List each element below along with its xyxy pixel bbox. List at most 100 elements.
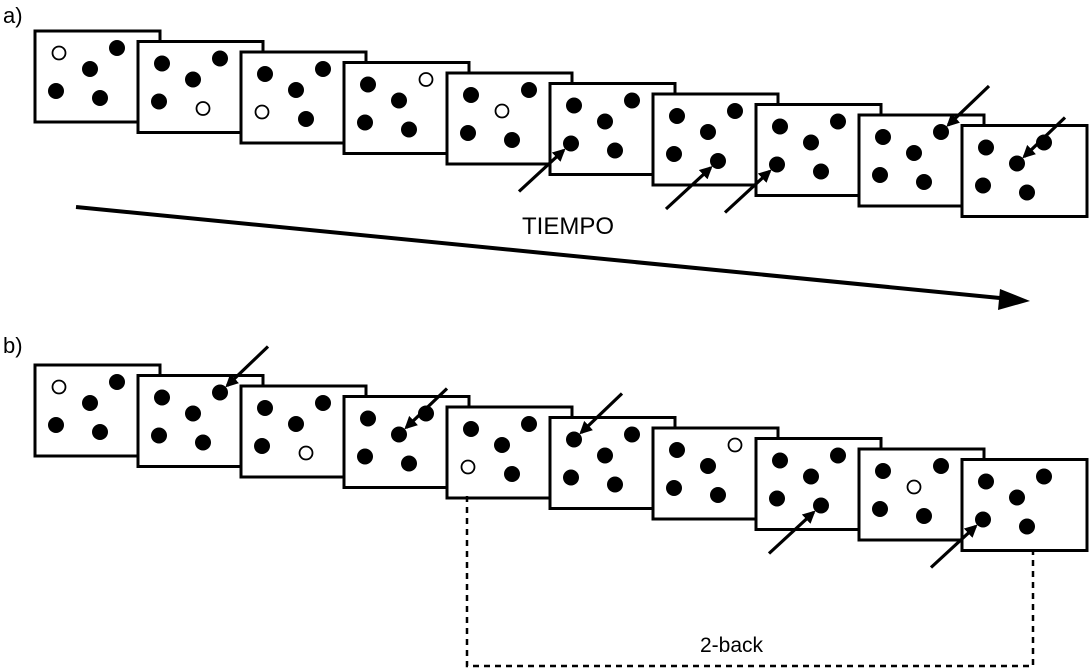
open-dot bbox=[51, 379, 67, 395]
filled-dot bbox=[666, 146, 682, 162]
filled-dot bbox=[624, 92, 640, 109]
frame-a10 bbox=[960, 124, 1089, 218]
open-dot bbox=[906, 479, 922, 495]
time-arrow bbox=[75, 205, 1011, 301]
panel-b bbox=[33, 345, 1089, 569]
target-arrow bbox=[946, 84, 991, 127]
filled-dot bbox=[769, 156, 785, 173]
filled-dot bbox=[772, 118, 788, 135]
target-arrow bbox=[1022, 116, 1067, 159]
filled-dot bbox=[906, 145, 922, 161]
filled-dot bbox=[185, 71, 201, 88]
time-axis-label: TIEMPO bbox=[522, 213, 615, 240]
filled-dot bbox=[154, 55, 170, 72]
filled-dot bbox=[563, 135, 579, 152]
open-dot bbox=[494, 103, 510, 119]
filled-dot bbox=[666, 480, 682, 496]
open-dot bbox=[418, 72, 434, 87]
filled-dot bbox=[1036, 134, 1052, 151]
filled-dot bbox=[872, 167, 888, 183]
filled-dot bbox=[1009, 489, 1025, 506]
filled-dot bbox=[357, 114, 373, 131]
filled-dot bbox=[813, 497, 829, 514]
panel-a-label: a) bbox=[3, 3, 23, 28]
filled-dot bbox=[933, 124, 949, 140]
filled-dot bbox=[288, 416, 304, 432]
filled-dot bbox=[391, 426, 407, 443]
filled-dot bbox=[769, 490, 785, 507]
filled-dot bbox=[772, 452, 788, 469]
filled-dot bbox=[916, 174, 932, 190]
filled-dot bbox=[212, 384, 228, 401]
target-arrow bbox=[225, 345, 270, 388]
filled-dot bbox=[607, 476, 623, 493]
filled-dot bbox=[357, 448, 373, 465]
filled-dot bbox=[521, 416, 537, 432]
filled-dot bbox=[607, 142, 623, 159]
open-dot bbox=[195, 101, 211, 116]
filled-dot bbox=[391, 92, 407, 109]
filled-dot bbox=[195, 434, 211, 451]
filled-dot bbox=[82, 61, 98, 77]
open-dot bbox=[51, 45, 67, 61]
filled-dot bbox=[700, 124, 716, 140]
filled-dot bbox=[830, 113, 846, 130]
open-dot bbox=[254, 104, 270, 120]
filled-dot bbox=[830, 447, 846, 464]
filled-dot bbox=[109, 374, 125, 390]
filled-dot bbox=[288, 82, 304, 98]
filled-dot bbox=[597, 113, 613, 130]
stimulus-frame bbox=[960, 458, 1089, 552]
filled-dot bbox=[669, 108, 685, 124]
filled-dot bbox=[566, 97, 582, 114]
filled-dot bbox=[872, 501, 888, 517]
filled-dot bbox=[978, 139, 994, 156]
stimulus-frame bbox=[960, 124, 1089, 218]
filled-dot bbox=[1019, 518, 1035, 535]
filled-dot bbox=[624, 426, 640, 443]
filled-dot bbox=[875, 129, 891, 145]
filled-dot bbox=[151, 427, 167, 444]
frame-b10 bbox=[960, 458, 1089, 552]
filled-dot bbox=[875, 463, 891, 479]
filled-dot bbox=[803, 468, 819, 485]
filled-dot bbox=[1009, 155, 1025, 172]
filled-dot bbox=[92, 90, 108, 106]
open-dot bbox=[460, 459, 476, 475]
filled-dot bbox=[1019, 184, 1035, 201]
filled-dot bbox=[803, 134, 819, 151]
filled-dot bbox=[727, 103, 743, 119]
filled-dot bbox=[418, 405, 434, 422]
filled-dot bbox=[360, 410, 376, 427]
filled-dot bbox=[185, 405, 201, 422]
filled-dot bbox=[700, 458, 716, 474]
filled-dot bbox=[212, 50, 228, 67]
filled-dot bbox=[460, 125, 476, 141]
filled-dot bbox=[109, 40, 125, 56]
filled-dot bbox=[254, 438, 270, 454]
panel-b-arrows bbox=[225, 345, 978, 569]
filled-dot bbox=[710, 153, 726, 169]
filled-dot bbox=[315, 61, 331, 77]
open-dot bbox=[727, 437, 743, 453]
target-arrow bbox=[404, 387, 449, 430]
filled-dot bbox=[401, 121, 417, 138]
filled-dot bbox=[975, 177, 991, 194]
two-back-bracket bbox=[465, 496, 1035, 668]
filled-dot bbox=[151, 93, 167, 110]
filled-dot bbox=[92, 424, 108, 440]
target-arrow bbox=[664, 166, 713, 211]
filled-dot bbox=[48, 417, 64, 433]
filled-dot bbox=[933, 458, 949, 474]
filled-dot bbox=[669, 442, 685, 458]
target-arrow bbox=[579, 392, 624, 435]
filled-dot bbox=[563, 469, 579, 486]
two-back-label: 2-back bbox=[700, 634, 764, 657]
target-arrow bbox=[517, 148, 566, 193]
target-arrow bbox=[767, 510, 816, 555]
filled-dot bbox=[82, 395, 98, 411]
filled-dot bbox=[504, 466, 520, 482]
filled-dot bbox=[360, 76, 376, 93]
filled-dot bbox=[315, 395, 331, 411]
